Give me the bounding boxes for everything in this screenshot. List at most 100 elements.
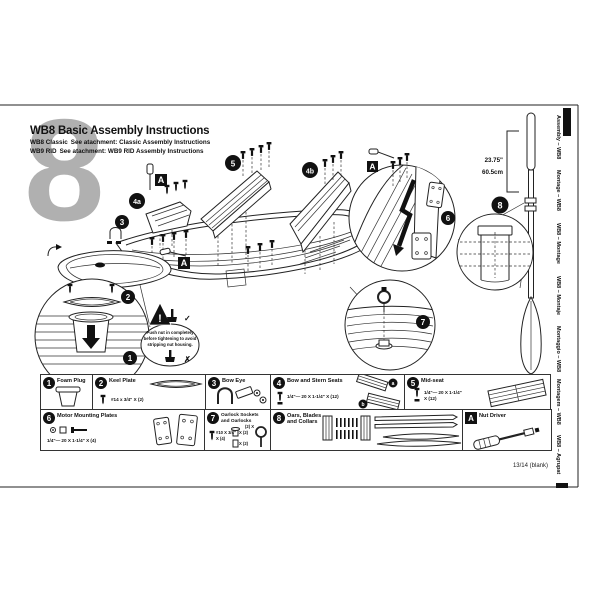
hardware-spec: X (12) [424, 396, 437, 401]
sidebar-label: Assembly – WB8 [555, 114, 561, 160]
down-arrow [82, 325, 100, 349]
detail-keel-foam: 2 1 [34, 278, 150, 394]
part-number-badge: 7 [207, 412, 219, 424]
model-name: WB9 RID [30, 148, 57, 156]
hardware-spec: 1/4"— 20 X 1-1/4" [424, 390, 462, 395]
attachment-note: See atachment: Classic Assembly Instruct… [70, 139, 211, 147]
legend-row-2: 6 Motor Mounting Plates 1/4"— 20 X 1-1/4… [40, 409, 555, 451]
bow-seat-4a: A 4a [129, 163, 192, 248]
hardware-spec: X (4) [216, 436, 226, 441]
stern-seat-4b: 4b [289, 150, 352, 274]
sidebar-label: Montaggio – WB8 [555, 325, 561, 373]
legend-item-bow-eye: 3 Bow Eye [205, 374, 271, 410]
hardware-spec: #10 X 3/4" [216, 430, 236, 435]
sidebar-label: Montagem – WB8 [555, 379, 561, 425]
tool-a-badge [178, 257, 190, 269]
legend-item-mid-seat: 5 Mid-seat 1/4"— 20 X 1-1/4" X (12) [404, 374, 551, 410]
bow-eye-icon [217, 386, 267, 404]
bow-eye-callout: 3 [107, 215, 129, 244]
nut-driver-icon [473, 427, 540, 450]
warning-balloon: ! ✓ Push nut in completely before tighte… [139, 284, 200, 367]
sidebar-label: WB8 – Montaje [555, 276, 561, 316]
sidebar-label: WB8 – Montage [555, 222, 561, 264]
part-number-badge: 4 [273, 377, 285, 389]
cross-mark: ✗ [184, 355, 191, 364]
model-name: WB8 Classic [30, 139, 68, 147]
callout-2: 2 [126, 293, 131, 302]
attachment-note: See atachment: WB9 RID Assembly Instruct… [59, 148, 204, 156]
bold-arrow [396, 179, 417, 247]
dimension-cm: 60.5cm [482, 169, 503, 176]
detail-motor-mount: A 6 [348, 148, 456, 272]
part-number-badge: 3 [208, 377, 220, 389]
callout-7: 7 [421, 318, 426, 327]
dimension-bracket [506, 130, 519, 193]
detail-oarlock: 7 [344, 279, 436, 371]
registration-mark-bottom [556, 483, 568, 488]
legend-item-keel-plate: 2 Keel Plate #14 x 3/4" X (2) [92, 374, 206, 410]
legend-item-nut-driver: A Nut Driver [462, 409, 552, 451]
callout-4a: 4a [133, 199, 141, 206]
legend-item-bow-stern-seats: 4 Bow and Stern Seats 1/4"— 20 X 1-1/4" … [270, 374, 405, 410]
oars-blades-collars-icon [322, 414, 462, 447]
language-sidebar: Assembly – WB8 Montage – WB8 WB8 – Monta… [555, 112, 571, 483]
sidebar-label: WB8 – Agrupat [555, 435, 561, 475]
svg-text:A: A [181, 258, 188, 268]
keel-plate-icon [100, 380, 203, 405]
motor-plates-icon [50, 413, 198, 447]
legend-item-motor-plates: 6 Motor Mounting Plates 1/4"— 20 X 1-1/4… [40, 409, 205, 451]
warning-triangle-icon [148, 302, 172, 326]
parts-legend: 1 Foam Plug 2 Keel Plate #14 x 3/4" X (2… [40, 374, 555, 451]
callout-4b: 4b [306, 169, 314, 176]
legend-row-1: 1 Foam Plug 2 Keel Plate #14 x 3/4" X (2… [40, 374, 555, 410]
keel-plate-drawing [62, 297, 122, 307]
seat-a-badge: a [392, 381, 395, 387]
hardware-spec: 1/4"— 20 X 1-1/4" X (4) [47, 438, 97, 443]
legend-item-foam-plug: 1 Foam Plug [40, 374, 93, 410]
hull-nut-driver: A [159, 247, 190, 269]
oarlock-icon [209, 426, 267, 448]
part-number-badge: 8 [273, 412, 285, 424]
part-number-badge: 5 [407, 377, 419, 389]
sheet-border [0, 104, 579, 488]
header: WB8 Basic Assembly Instructions WB8 Clas… [30, 125, 210, 155]
mid-seat-5: 5 [200, 141, 272, 266]
page-title: WB8 Basic Assembly Instructions [30, 125, 210, 137]
part-number-badge: 1 [43, 377, 55, 389]
foam-plug-icon [55, 386, 81, 407]
registration-mark-top [563, 108, 571, 136]
svg-text:before tightening to avoid: before tightening to avoid [144, 336, 197, 341]
callout-3: 3 [120, 218, 125, 227]
callout-6: 6 [446, 214, 451, 223]
svg-text:Push nut in completely: Push nut in completely [146, 330, 194, 335]
qty-label: (2) X [245, 424, 255, 429]
seat-b-badge: b [361, 402, 364, 408]
hardware-spec: #14 x 3/4" X (2) [111, 397, 144, 402]
hardware-spec: 1/4"— 20 X 1-1/4" X (12) [287, 394, 339, 399]
svg-text:A: A [158, 175, 165, 185]
watermark-digit: 8 [24, 89, 105, 251]
callout-5: 5 [231, 160, 236, 169]
svg-text:A: A [369, 162, 375, 172]
page-number: 13/14 (blank) [512, 463, 548, 469]
dimension-inches: 23.75" [485, 157, 503, 164]
pins [336, 418, 358, 439]
mid-seat-icon [414, 378, 547, 408]
callout-1: 1 [128, 354, 133, 363]
svg-text:stripping nut housing.: stripping nut housing. [147, 342, 192, 347]
qty-label: X (2) [239, 430, 249, 435]
svg-text:!: ! [158, 313, 162, 325]
oar-assembly: 23.75" 60.5cm 8 [456, 112, 542, 375]
tool-a-badge: A [465, 412, 477, 424]
check-mark: ✓ [184, 314, 191, 323]
callout-8: 8 [497, 201, 502, 211]
qty-label: X (2) [239, 441, 249, 446]
seats-icon: a b [277, 375, 401, 409]
part-number-badge: 6 [43, 412, 55, 424]
